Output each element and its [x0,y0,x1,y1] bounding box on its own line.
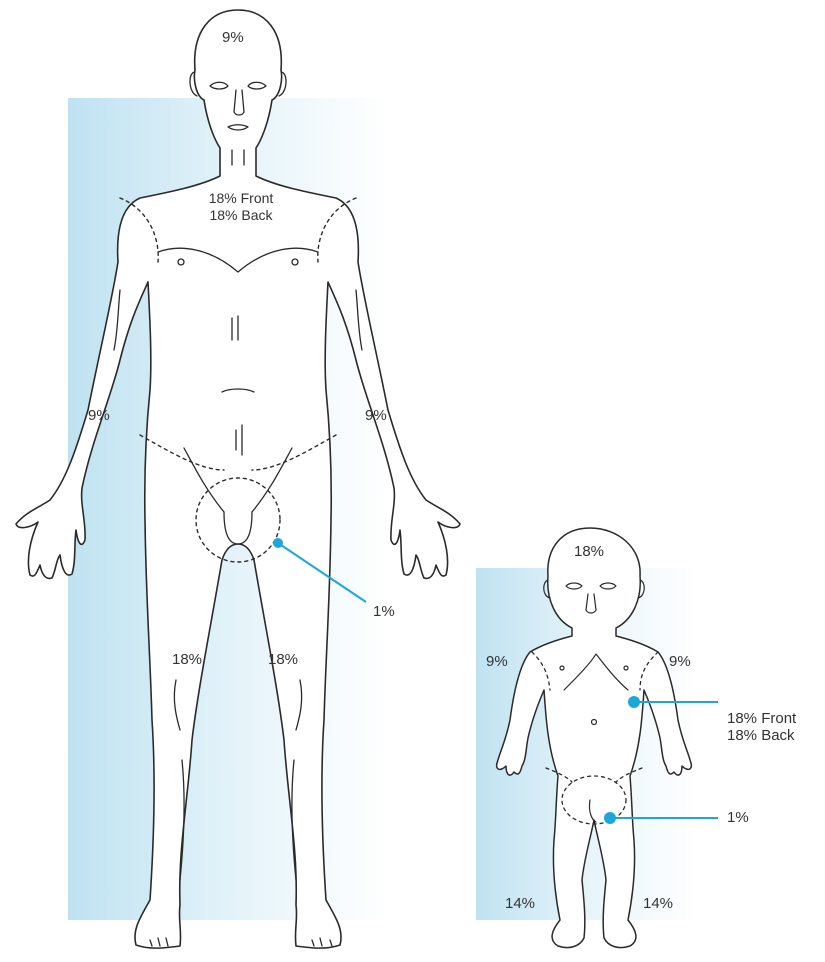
adult-right-leg-percent: 18% [172,652,202,668]
child-left-arm-percent: 9% [669,654,691,670]
child-right-arm-percent: 9% [486,654,508,670]
adult-left-leg-percent: 18% [268,652,298,668]
child-trunk-front-label: 18% Front [727,711,796,727]
adult-right-arm-percent: 9% [88,408,110,424]
adult-trunk-front-label: 18% Front [196,190,286,206]
adult-head-percent: 9% [222,30,244,46]
adult-trunk-back-label: 18% Back [196,207,286,223]
child-right-leg-percent: 14% [505,896,535,912]
adult-left-arm-percent: 9% [365,408,387,424]
child-trunk-back-label: 18% Back [727,728,795,744]
adult-genitals-percent: 1% [373,604,395,620]
child-left-leg-percent: 14% [643,896,673,912]
child-head-percent: 18% [574,544,604,560]
child-genitals-percent: 1% [727,810,749,826]
